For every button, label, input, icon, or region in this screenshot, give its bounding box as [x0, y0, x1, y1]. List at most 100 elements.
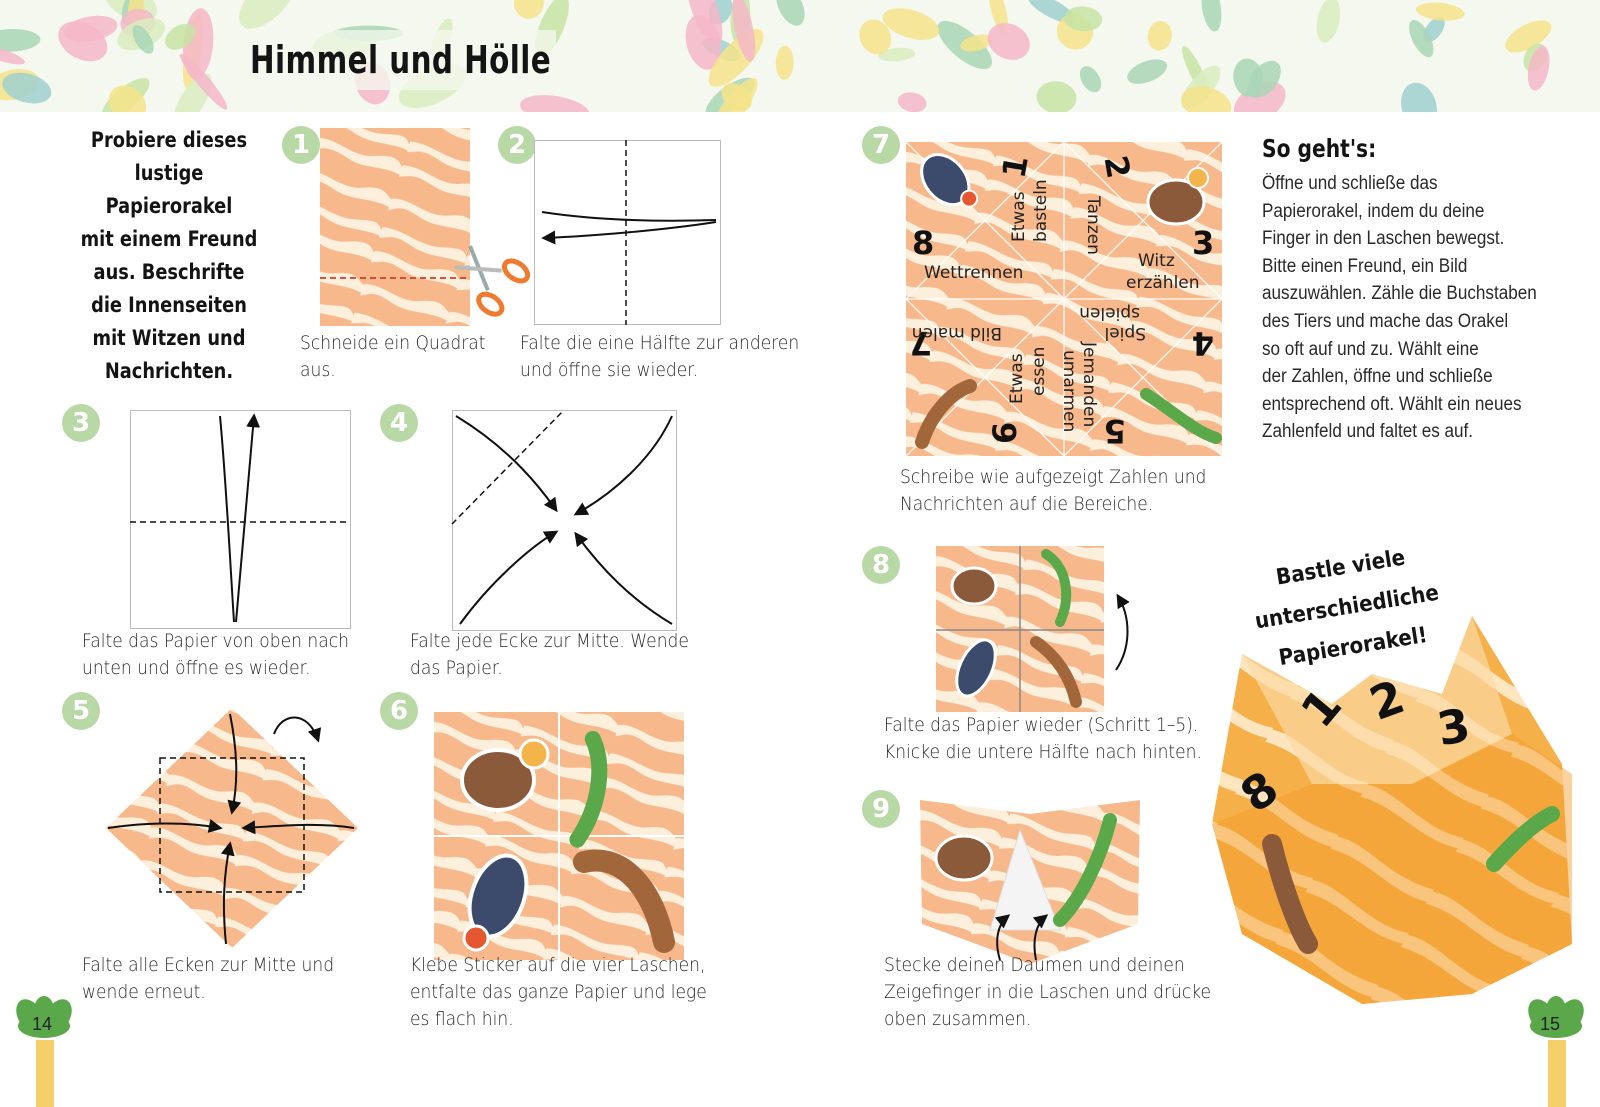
svg-text:Spiel spielen: Spiel spielen: [1079, 303, 1146, 343]
meerkat-sticker-icon: [1262, 834, 1318, 954]
template-number: 8: [912, 224, 934, 262]
turn-over-arrow: [273, 716, 322, 743]
template-message: basteln: [1031, 179, 1051, 242]
leaf-shape: [520, 95, 590, 112]
leaf-shape: [0, 44, 25, 65]
svg-text:Etwas basteln: Etwas basteln: [1009, 179, 1051, 242]
leaf-shape: [897, 92, 927, 112]
howto-text: Öffne und schließe das Papierorakel, ind…: [1262, 173, 1537, 443]
svg-text:Jemanden umarmen: Jemanden umarmen: [1059, 341, 1099, 433]
leaf-shape: [1063, 6, 1103, 32]
leaf-shape: [1415, 2, 1465, 21]
leaf-shape: [239, 0, 296, 29]
leaf-shape: [878, 47, 916, 62]
step-badge-4: 4: [380, 404, 418, 442]
leaf-shape: [859, 19, 892, 55]
leaf-shape: [775, 45, 794, 80]
thumb-arrow: [994, 914, 1011, 961]
intro-line: lustige Papierorakel: [105, 161, 233, 219]
template-number: 3: [1192, 224, 1214, 262]
leaf-shape: [1181, 86, 1232, 112]
template-message: Jemanden: [1079, 341, 1099, 427]
step-4-illustration: [451, 409, 680, 632]
leaf-shape: [1027, 0, 1077, 24]
leaf-shape: [513, 0, 544, 19]
turtle-sticker-icon: [950, 566, 998, 606]
step-5-illustration: [98, 704, 368, 954]
step-4-caption: Falte jede Ecke zur Mitte. Wende das Pap…: [410, 630, 689, 679]
finger-arrow: [1032, 914, 1049, 961]
step-badge-8: 8: [862, 546, 900, 584]
leaf-shape: [1201, 0, 1222, 32]
intro-line: aus. Beschrifte: [93, 260, 245, 285]
meerkat-sticker-icon: [1030, 636, 1082, 708]
intro-line: die Innenseiten: [91, 293, 247, 318]
palm-tree-left-icon: [14, 996, 80, 1107]
crocodile-sticker-icon: [569, 730, 608, 848]
page-number-right: 15: [1540, 1014, 1561, 1034]
vulture-sticker-icon: [462, 853, 529, 952]
leaf-shape: [1527, 45, 1550, 91]
leaf-shape: [1401, 82, 1437, 112]
leaf-shape: [988, 0, 1008, 34]
svg-text:Witz erzählen: Witz erzählen: [1126, 251, 1200, 293]
leaf-shape: [1036, 81, 1077, 112]
step-1-caption: Schneide ein Quadrat aus.: [300, 332, 486, 381]
step-8-caption: Falte das Papier wieder (Schritt 1–5). K…: [884, 714, 1202, 763]
scissors-icon: [454, 245, 531, 317]
step-9-illustration: [920, 800, 1140, 966]
step-7-illustration: 1 2 3 4 5 6 7 8 Etwas basteln Tanzen Wet…: [904, 140, 1224, 458]
step-badge-9: 9: [862, 790, 900, 828]
step-9-caption: Stecke deinen Daumen und deinen Zeigefin…: [884, 954, 1212, 1030]
howto-heading: So geht's:: [1262, 134, 1377, 163]
finished-oracle-photo: 8 1 2 3: [1212, 614, 1572, 1004]
template-message: spielen: [1079, 303, 1140, 323]
jungle-pattern-illustration: [0, 0, 1600, 112]
step-5-caption: Falte alle Ecken zur Mitte und wende ern…: [82, 954, 335, 1003]
leaf-shape: [882, 8, 940, 40]
leaf-shape: [108, 85, 147, 112]
leaf-shape: [987, 23, 1030, 60]
template-number: 7: [910, 324, 932, 362]
template-message: Wettrennen: [924, 263, 1023, 283]
leaf-shape: [1409, 19, 1434, 58]
step-2-illustration: [534, 140, 724, 330]
meerkat-sticker-icon: [573, 849, 675, 953]
turtle-sticker-icon: [1146, 167, 1209, 226]
step-badge-7: 7: [862, 126, 900, 164]
step-2-caption: Falte die eine Hälfte zur anderen und öf…: [520, 332, 800, 381]
template-message: Etwas: [1009, 191, 1029, 242]
step-badge-1: 1: [282, 126, 320, 164]
step-8-illustration: [936, 546, 1146, 716]
intro-text: Probiere dieses lustige Papierorakel mit…: [72, 124, 265, 388]
leaf-shape: [2, 72, 52, 104]
leaf-shape: [132, 25, 154, 54]
leaf-shape: [0, 28, 41, 52]
leaf-shape: [1505, 20, 1552, 53]
crocodile-sticker-icon: [1053, 813, 1117, 927]
template-message: essen: [1029, 347, 1049, 396]
template-message: Witz: [1138, 251, 1175, 271]
leaf-shape: [1233, 58, 1263, 97]
turtle-sticker-icon: [934, 834, 994, 882]
leaf-shape: [1316, 0, 1341, 43]
vulture-sticker-icon: [955, 638, 997, 698]
leaf-shape: [686, 0, 723, 46]
template-message: Tanzen: [1083, 195, 1103, 255]
template-number: 4: [1192, 324, 1214, 362]
step-badge-3: 3: [62, 404, 100, 442]
leaf-shape: [732, 0, 756, 62]
leaf-shape: [721, 82, 752, 112]
leaf-shape: [1127, 59, 1168, 84]
page-number-left: 14: [32, 1014, 53, 1034]
crocodile-sticker-icon: [1140, 388, 1222, 444]
template-message: Etwas: [1007, 353, 1027, 404]
template-message: erzählen: [1126, 273, 1200, 293]
title-backdrop: [236, 30, 556, 90]
page-title: Himmel und Hölle: [250, 38, 552, 82]
step-7-caption: Schreibe wie aufgezeigt Zahlen und Nachr…: [900, 466, 1207, 515]
intro-line: mit einem Freund: [80, 227, 258, 252]
intro-line: mit Witzen und: [92, 326, 246, 351]
template-message: Spiel: [1105, 323, 1147, 343]
turtle-sticker-icon: [460, 738, 550, 812]
